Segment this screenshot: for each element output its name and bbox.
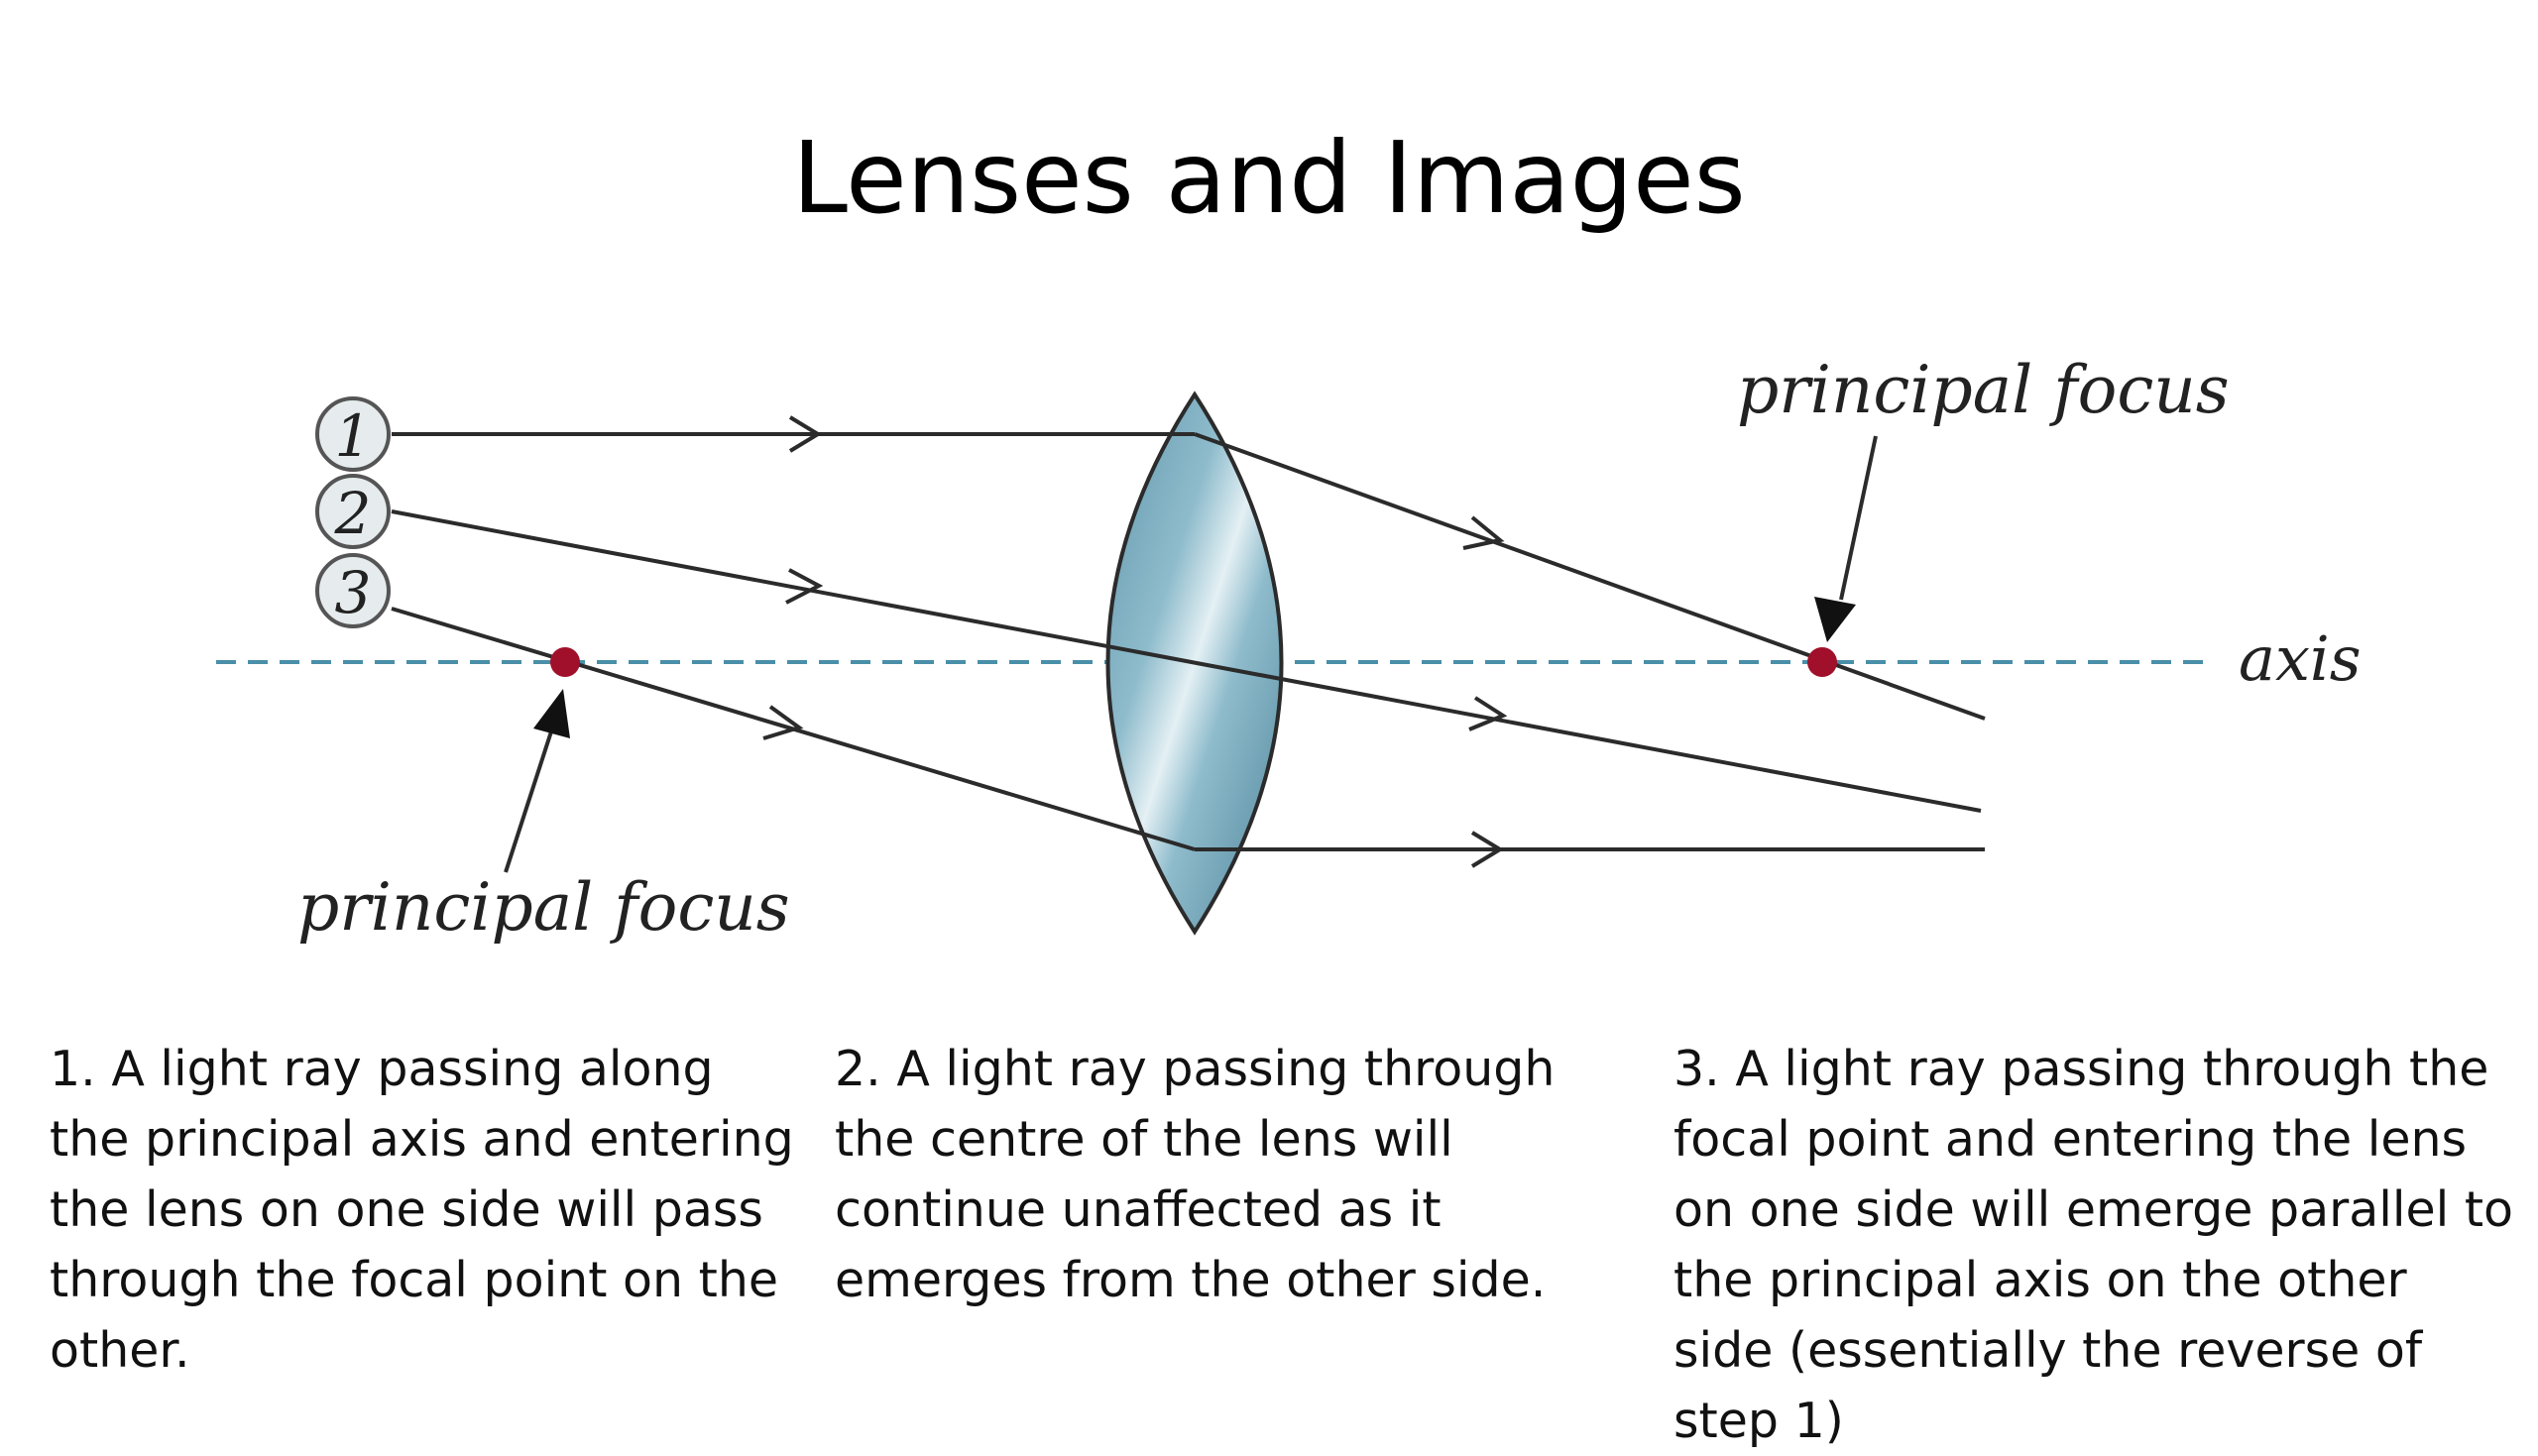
caption-ray-1: 1. A light ray passing along the princip… [50,1041,794,1379]
ray-3 [391,607,1985,868]
axis-label: axis [2239,622,2362,695]
ray-2-arrow-a [785,568,824,605]
focus-pointer-left [504,689,570,873]
ray-number-3: 3 [335,559,372,626]
ray-number-marker-1: 1 [315,396,391,472]
ray-1 [392,415,1986,721]
ray-number-marker-2: 2 [315,474,391,549]
focus-label-left: principal focus [297,869,790,946]
focus-label-right: principal focus [1737,352,2230,428]
ray-2-arrow-b [1468,696,1508,731]
ray-3-arrow-a [762,705,804,740]
focus-point-left [550,647,580,677]
caption-ray-2: 2. A light ray passing through the centr… [835,1041,1556,1308]
focus-point-right [1807,647,1837,677]
focus-pointer-right [1814,435,1878,642]
ray-number-2: 2 [334,480,372,547]
slide-title: Lenses and Images [792,120,1746,236]
ray-2 [391,509,1982,813]
ray-number-marker-3: 3 [315,553,391,628]
ray-1-arrow-b [1462,515,1505,550]
ray-3-arrow-b [1470,831,1504,868]
ray-number-1: 1 [335,402,372,470]
caption-ray-3: 3. A light ray passing through the focal… [1673,1041,2514,1449]
ray-1-arrow-a [788,415,822,453]
